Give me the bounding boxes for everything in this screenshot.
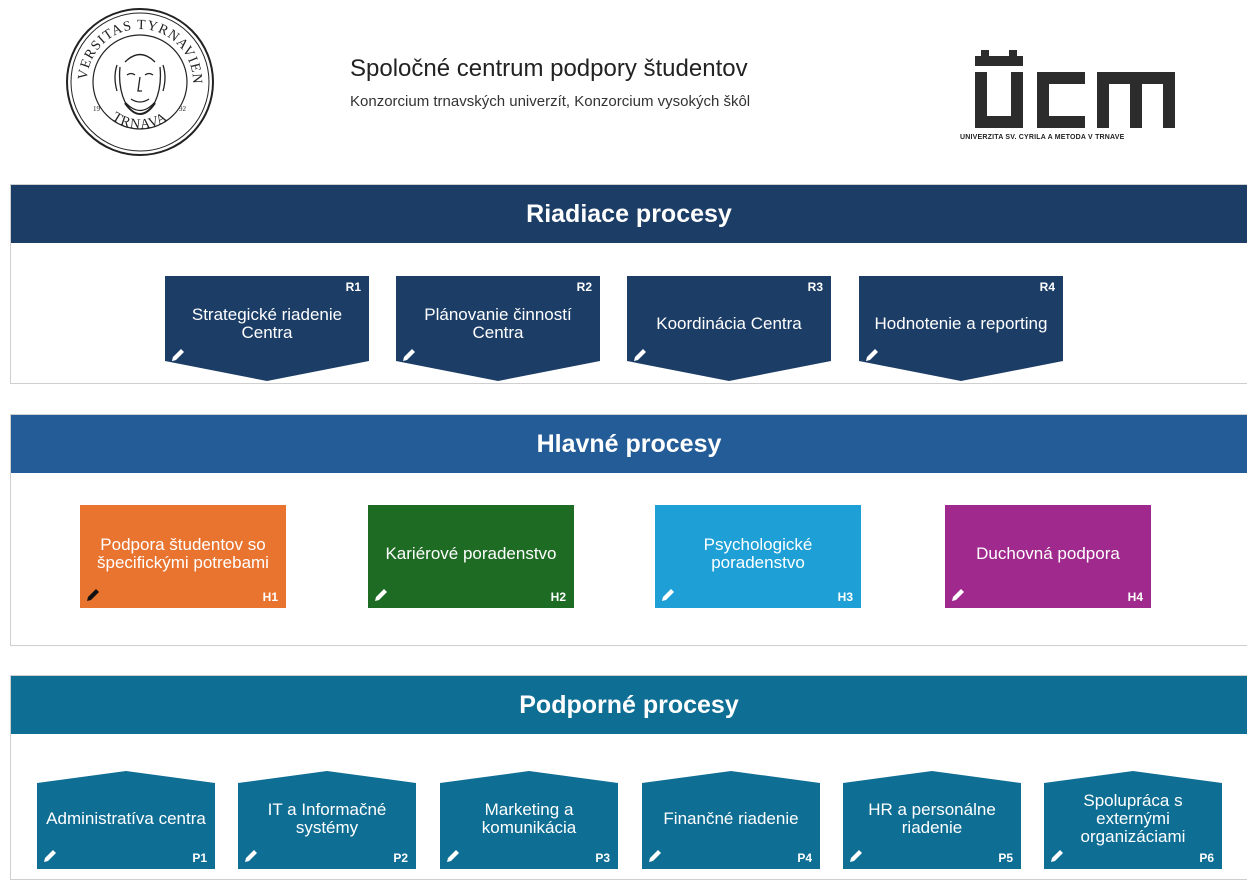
process-label: Plánovanie činností Centra (424, 305, 572, 342)
face-emblem-icon (114, 53, 166, 115)
pencil-icon[interactable] (661, 588, 675, 602)
pencil-icon[interactable] (1050, 849, 1064, 863)
process-box-r4[interactable]: R4 Hodnotenie a reporting (859, 276, 1063, 381)
pencil-icon[interactable] (171, 348, 185, 362)
process-label: Hodnotenie a reporting (874, 314, 1048, 333)
pencil-icon[interactable] (648, 849, 662, 863)
ucm-caption: UNIVERZITA SV. CYRILA A METODA V TRNAVE (960, 134, 1125, 141)
process-box-p3[interactable]: Marketing a komunikácia P3 (440, 771, 618, 869)
section-podporne: Podporné procesy (10, 675, 1247, 880)
pencil-icon[interactable] (43, 849, 57, 863)
page-subtitle: Konzorcium trnavských univerzít, Konzorc… (350, 93, 751, 110)
process-box-r3[interactable]: R3 Koordinácia Centra (627, 276, 831, 381)
process-label: Finančné riadenie (663, 809, 799, 828)
process-box-r2[interactable]: R2 Plánovanie činností Centra (396, 276, 600, 381)
process-label: HR a personálne riadenie (868, 800, 996, 837)
process-code: P3 (595, 851, 610, 865)
process-box-h4[interactable]: Duchovná podpora H4 (945, 505, 1151, 608)
seal-year-right: 92 (179, 105, 187, 113)
process-code: R2 (576, 280, 592, 294)
process-label: Duchovná podpora (976, 544, 1120, 563)
section-title-podporne: Podporné procesy (11, 676, 1247, 734)
pencil-icon[interactable] (374, 588, 388, 602)
process-box-r1[interactable]: R1 Strategické riadenie Centra (165, 276, 369, 381)
ucm-logo (975, 50, 1175, 128)
process-code: H3 (837, 590, 853, 604)
pencil-icon[interactable] (633, 348, 647, 362)
process-code: P1 (192, 851, 207, 865)
process-code: R3 (807, 280, 823, 294)
pencil-icon[interactable] (849, 849, 863, 863)
pencil-icon[interactable] (865, 348, 879, 362)
pencil-icon[interactable] (446, 849, 460, 863)
process-label: Administratíva centra (46, 809, 206, 828)
seal-year-left: 19 (93, 105, 101, 113)
process-code: R1 (345, 280, 361, 294)
section-title-riadiace: Riadiace procesy (11, 185, 1247, 243)
process-code: P5 (998, 851, 1013, 865)
process-code: R4 (1039, 280, 1055, 294)
university-seal-logo: UNIVERSITAS TYRNAVIENSIS TRNAVA 19 92 (65, 7, 214, 156)
process-label: Podpora študentov so špecifickými potreb… (97, 535, 269, 572)
pencil-icon[interactable] (244, 849, 258, 863)
process-code: P4 (797, 851, 812, 865)
process-code: H1 (262, 590, 278, 604)
process-code: H2 (550, 590, 566, 604)
process-box-p6[interactable]: Spolupráca s externými organizáciami P6 (1044, 771, 1222, 869)
process-code: P6 (1199, 851, 1214, 865)
process-box-h2[interactable]: Kariérové poradenstvo H2 (368, 505, 574, 608)
svg-text:TRNAVA: TRNAVA (109, 110, 170, 133)
page-title: Spoločné centrum podpory študentov (350, 55, 748, 82)
process-box-p1[interactable]: Administratíva centra P1 (37, 771, 215, 869)
process-box-p4[interactable]: Finančné riadenie P4 (642, 771, 820, 869)
process-box-p5[interactable]: HR a personálne riadenie P5 (843, 771, 1021, 869)
process-code: P2 (393, 851, 408, 865)
section-title-hlavne: Hlavné procesy (11, 415, 1247, 473)
process-label: IT a Informačné systémy (267, 800, 387, 837)
seal-ring-text: UNIVERSITAS TYRNAVIENSIS (65, 7, 203, 85)
process-code: H4 (1127, 590, 1143, 604)
svg-text:UNIVERSITAS TYRNAVIENSIS: UNIVERSITAS TYRNAVIENSIS (65, 7, 204, 85)
process-label: Spolupráca s externými organizáciami (1080, 791, 1186, 846)
pencil-icon[interactable] (86, 588, 100, 602)
seal-bottom-text: TRNAVA (109, 110, 169, 133)
process-box-h1[interactable]: Podpora študentov so špecifickými potreb… (80, 505, 286, 608)
pencil-icon[interactable] (951, 588, 965, 602)
process-box-h3[interactable]: Psychologické poradenstvo H3 (655, 505, 861, 608)
process-label: Psychologické poradenstvo (703, 535, 813, 572)
process-label: Strategické riadenie Centra (191, 305, 343, 342)
pencil-icon[interactable] (402, 348, 416, 362)
process-box-p2[interactable]: IT a Informačné systémy P2 (238, 771, 416, 869)
process-label: Marketing a komunikácia (481, 800, 577, 837)
process-label: Kariérové poradenstvo (385, 544, 557, 563)
process-label: Koordinácia Centra (656, 314, 802, 333)
